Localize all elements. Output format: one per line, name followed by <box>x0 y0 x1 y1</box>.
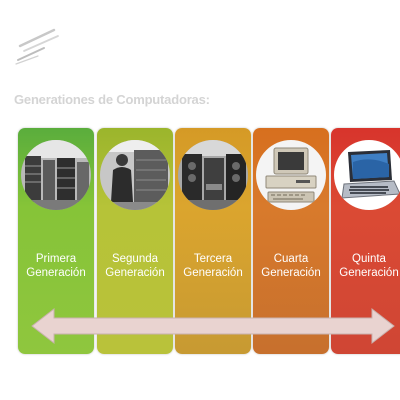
generation-label: Segunda Generación <box>97 252 173 280</box>
generation-card-primera: Primera Generación <box>18 128 94 354</box>
generation-card-segunda: Segunda Generación <box>97 128 173 354</box>
generation-label-word: Generación <box>261 267 321 279</box>
generation-label-word: Generación <box>105 267 165 279</box>
generation-label-word: Generación <box>183 267 243 279</box>
mainframe-photo-icon <box>178 140 248 210</box>
generation-label-ordinal: Tercera <box>193 253 233 265</box>
generation-card-tercera: Tercera Generación <box>175 128 251 354</box>
laptop-photo-icon <box>334 140 400 210</box>
generation-label-ordinal: Primera <box>35 253 77 265</box>
generation-card-cuarta: Cuarta Generación <box>253 128 329 354</box>
generation-label: Cuarta Generación <box>253 252 329 280</box>
generation-label-word: Generación <box>339 267 399 279</box>
generation-label-ordinal: Segunda <box>111 253 159 265</box>
slide-title: Generationes de Computadoras: <box>14 92 210 107</box>
generation-card-quinta: Quinta Generación <box>331 128 400 354</box>
generation-label-ordinal: Quinta <box>352 253 386 265</box>
generation-label-ordinal: Cuarta <box>273 253 309 265</box>
generation-label: Quinta Generación <box>331 252 400 280</box>
generation-label-word: Generación <box>26 267 86 279</box>
double-headed-arrow-icon <box>31 307 395 345</box>
generation-label: Primera Generación <box>18 252 94 280</box>
operator-photo-icon <box>100 140 170 210</box>
brush-stroke-logo-icon <box>15 28 59 65</box>
eniac-photo-icon <box>21 140 91 210</box>
desktop-pc-photo-icon <box>256 140 326 210</box>
generation-label: Tercera Generación <box>175 252 251 280</box>
